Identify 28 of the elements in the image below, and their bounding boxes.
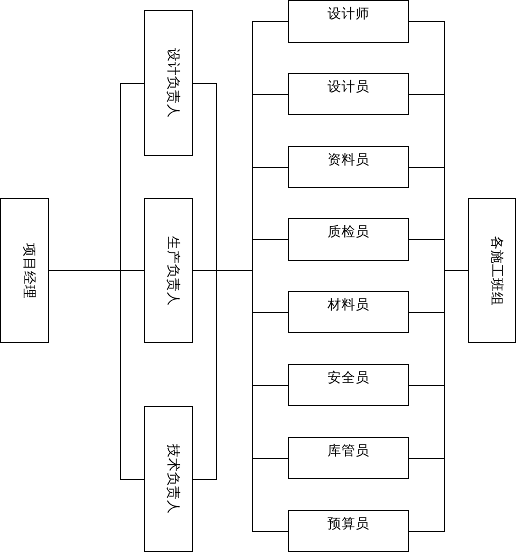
position-title: 预算员 [328, 516, 370, 532]
position-title: 设计负责人 [165, 48, 181, 118]
position-title: 各施工班组 [488, 236, 504, 306]
position-box [144, 406, 193, 552]
position-box [144, 10, 193, 156]
position-title: 设计员 [328, 79, 370, 95]
position-box [288, 0, 409, 43]
position-title: 资料员 [328, 152, 370, 168]
position-box [288, 291, 409, 333]
position-title: 安全员 [328, 370, 370, 386]
position-title: 技术负责人 [165, 444, 181, 514]
position-box [144, 198, 193, 343]
position-box [288, 146, 409, 188]
position-box [288, 437, 409, 479]
position-title: 材料员 [328, 297, 370, 313]
position-box [288, 218, 409, 261]
position-title: 项目经理 [21, 242, 37, 298]
position-box [0, 198, 49, 343]
position-title: 库管员 [328, 443, 370, 459]
position-title: 生产负责人 [165, 236, 181, 306]
position-box [288, 364, 409, 406]
position-title: 质检员 [328, 224, 370, 240]
position-title: 设计师 [328, 6, 370, 22]
position-box [288, 510, 409, 552]
position-box [288, 73, 409, 115]
connector-line [408, 21, 468, 532]
position-box [468, 198, 516, 343]
connector-line [48, 83, 144, 480]
